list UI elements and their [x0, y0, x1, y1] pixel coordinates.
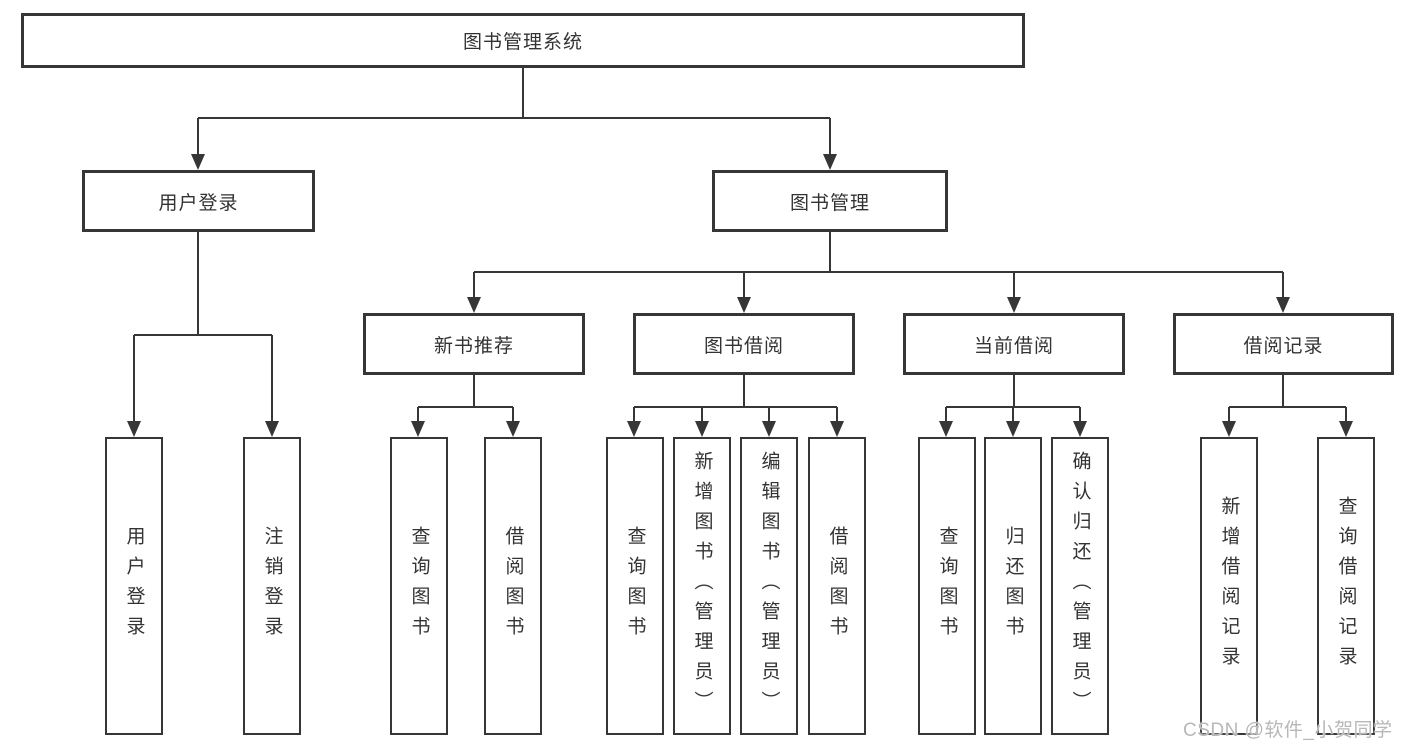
arrow-down-icon [127, 421, 141, 437]
leaf-add-books-admin: 新增图书（管理员） [673, 437, 731, 735]
leaf-query-books-1: 查询图书 [390, 437, 448, 735]
arrow-down-icon [1073, 421, 1087, 437]
leaf-edit-books-admin: 编辑图书（管理员） [740, 437, 798, 735]
connector-new-books-branch [417, 375, 514, 421]
connector-root-to-level2 [197, 68, 831, 154]
arrow-down-icon [627, 421, 641, 437]
node-library-system: 图书管理系统 [21, 13, 1025, 68]
leaf-return-books: 归还图书 [984, 437, 1042, 735]
connector-user-login-branch [133, 232, 273, 421]
arrow-down-icon [737, 297, 751, 313]
node-book-management: 图书管理 [712, 170, 948, 232]
leaf-query-books-2: 查询图书 [606, 437, 664, 735]
arrow-down-icon [191, 154, 205, 170]
leaf-user-login: 用户登录 [105, 437, 163, 735]
arrow-down-icon [506, 421, 520, 437]
arrow-down-icon [467, 297, 481, 313]
node-borrow-records: 借阅记录 [1173, 313, 1394, 375]
arrow-down-icon [265, 421, 279, 437]
arrow-down-icon [939, 421, 953, 437]
arrow-down-icon [1276, 297, 1290, 313]
leaf-query-borrow-record: 查询借阅记录 [1317, 437, 1375, 735]
arrow-down-icon [1339, 421, 1353, 437]
leaf-borrow-books-2: 借阅图书 [808, 437, 866, 735]
csdn-watermark: CSDN @软件_小贺同学 [1183, 720, 1393, 741]
connector-book-borrow-branch [633, 375, 838, 421]
leaf-add-borrow-record: 新增借阅记录 [1200, 437, 1258, 735]
leaf-query-books-3: 查询图书 [918, 437, 976, 735]
connector-book-mgmt-to-level3 [473, 232, 1284, 297]
leaf-borrow-books-1: 借阅图书 [484, 437, 542, 735]
arrow-down-icon [1222, 421, 1236, 437]
arrow-down-icon [830, 421, 844, 437]
connector-current-borrow-branch [945, 375, 1081, 421]
node-book-borrow: 图书借阅 [633, 313, 855, 375]
arrow-down-icon [1007, 297, 1021, 313]
node-new-book-recommend: 新书推荐 [363, 313, 585, 375]
node-current-borrow: 当前借阅 [903, 313, 1125, 375]
arrow-down-icon [823, 154, 837, 170]
arrowheads [127, 154, 1353, 437]
arrow-down-icon [411, 421, 425, 437]
arrow-down-icon [762, 421, 776, 437]
arrow-down-icon [1006, 421, 1020, 437]
leaf-confirm-return-admin: 确认归还（管理员） [1051, 437, 1109, 735]
node-user-login: 用户登录 [82, 170, 315, 232]
connector-borrow-records-branch [1228, 375, 1347, 421]
leaf-logout: 注销登录 [243, 437, 301, 735]
arrow-down-icon [695, 421, 709, 437]
